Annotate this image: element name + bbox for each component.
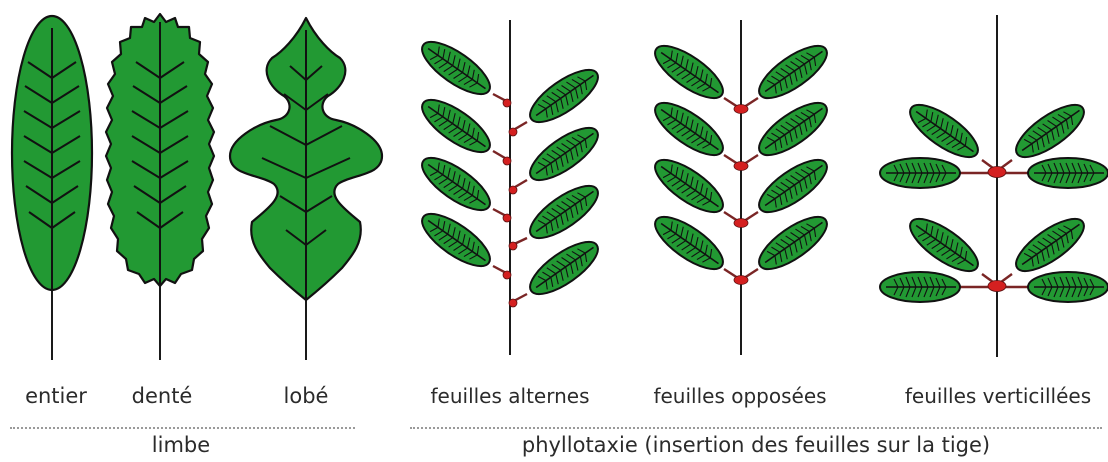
label-feuilles-opposees: feuilles opposées xyxy=(653,384,826,408)
phyllotaxie-alternes xyxy=(415,20,606,355)
label-entier: entier xyxy=(25,384,87,408)
label-dente: denté xyxy=(132,384,193,408)
leaf-dente xyxy=(106,14,214,360)
label-feuilles-alternes: feuilles alternes xyxy=(430,384,589,408)
section-title-limbe: limbe xyxy=(152,433,210,457)
phyllotaxie-opposees xyxy=(648,20,835,355)
section-title-phyllotaxie: phyllotaxie (insertion des feuilles sur … xyxy=(522,433,990,457)
separator-phyllotaxie xyxy=(410,427,1102,429)
label-lobe: lobé xyxy=(284,384,329,408)
leaf-lobe xyxy=(230,18,382,360)
leaf-entier xyxy=(12,16,92,360)
phyllotaxie-verticillees xyxy=(880,15,1108,357)
separator-limbe xyxy=(10,427,355,429)
label-feuilles-verticillees: feuilles verticillées xyxy=(905,384,1091,408)
